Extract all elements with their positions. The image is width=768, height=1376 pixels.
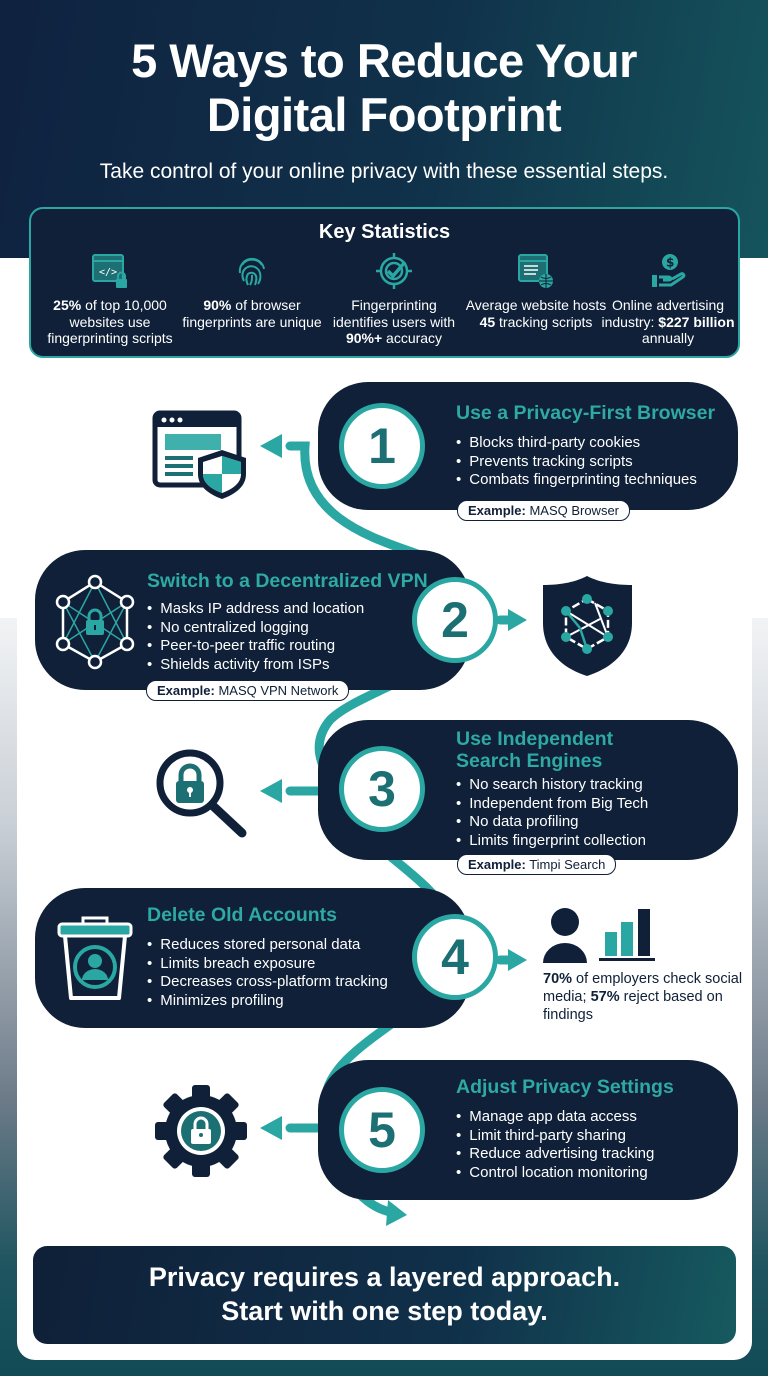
browser-globe-icon bbox=[518, 254, 553, 288]
step-2-card: Switch to a Decentralized VPN Masks IP a… bbox=[35, 550, 470, 690]
network-lock-icon bbox=[55, 574, 135, 670]
title-line-2: Digital Footprint bbox=[206, 88, 562, 141]
browser-shield-icon bbox=[152, 410, 246, 499]
bullet-item: Limit third-party sharing bbox=[456, 1127, 654, 1146]
stat-value: 45 bbox=[479, 313, 496, 330]
example-value: Timpi Search bbox=[529, 857, 606, 872]
stat-text: accuracy bbox=[382, 330, 443, 346]
stat-text: annually bbox=[641, 330, 695, 346]
stat-text: reject based on findings bbox=[543, 989, 723, 1023]
step-title: Use Independent Search Engines bbox=[456, 728, 613, 772]
bullet-item: Peer-to-peer traffic routing bbox=[147, 637, 364, 656]
bullet-item: Independent from Big Tech bbox=[456, 795, 648, 814]
bullet-item: Shields activity from ISPs bbox=[147, 656, 364, 675]
svg-text:$: $ bbox=[666, 256, 674, 270]
hand-dollar-icon: $ bbox=[652, 254, 686, 287]
stat-value: 70% bbox=[543, 971, 573, 987]
stat-text: Average website hosts bbox=[465, 297, 607, 313]
bullet-item: Combats fingerprinting techniques bbox=[456, 471, 697, 490]
stat-text: Online advertising industry: bbox=[601, 297, 725, 330]
bullet-item: Prevents tracking scripts bbox=[456, 453, 697, 472]
stat-item: Average website hosts 45 tracking script… bbox=[465, 251, 607, 330]
stat-value: $227 billion bbox=[658, 313, 735, 330]
bullet-item: Masks IP address and location bbox=[147, 600, 364, 619]
footer-banner: Privacy requires a layered approach. Sta… bbox=[33, 1246, 736, 1344]
step-title-line: Search Engines bbox=[456, 750, 603, 772]
svg-text:</>: </> bbox=[99, 267, 117, 278]
fingerprint-icon bbox=[238, 257, 265, 286]
trash-user-icon bbox=[57, 916, 133, 1000]
step-title: Adjust Privacy Settings bbox=[456, 1076, 674, 1098]
employer-stat: 70% of employers check social media; 57%… bbox=[543, 970, 743, 1024]
stat-item: </> 25% of top 10,000 websites use finge… bbox=[39, 251, 181, 347]
network-shield-icon bbox=[543, 576, 632, 676]
bullet-item: Reduce advertising tracking bbox=[456, 1145, 654, 1164]
step-title: Use a Privacy-First Browser bbox=[456, 402, 716, 424]
bullet-item: No data profiling bbox=[456, 813, 648, 832]
example-value: MASQ Browser bbox=[529, 503, 620, 518]
gear-lock-icon bbox=[155, 1085, 247, 1177]
step-number-badge: 3 bbox=[339, 746, 425, 832]
bullet-item: Limits fingerprint collection bbox=[456, 832, 648, 851]
user-chart-icon bbox=[543, 908, 655, 963]
stat-text: tracking scripts bbox=[495, 313, 593, 330]
step-number-badge: 4 bbox=[412, 914, 498, 1000]
step-number-badge: 1 bbox=[339, 403, 425, 489]
bullet-item: Limits breach exposure bbox=[147, 955, 388, 974]
example-label: Example: bbox=[468, 503, 526, 518]
example-label: Example: bbox=[468, 857, 526, 872]
bullet-item: No centralized logging bbox=[147, 619, 364, 638]
example-badge: Example: MASQ Browser bbox=[457, 500, 631, 521]
page-subtitle: Take control of your online privacy with… bbox=[99, 160, 669, 183]
code-window-lock-icon: </> bbox=[92, 254, 127, 288]
arrow-icon bbox=[260, 434, 282, 458]
stat-text: of employers check social media; bbox=[543, 971, 743, 1005]
step-bullets: No search history tracking Independent f… bbox=[456, 776, 648, 850]
stat-item: $ Online advertising industry: $227 bill… bbox=[597, 251, 739, 347]
step-bullets: Blocks third-party cookies Prevents trac… bbox=[456, 434, 697, 490]
step-title-line: Use Independent bbox=[456, 728, 614, 750]
step-number-badge: 2 bbox=[412, 577, 498, 663]
bullet-item: Manage app data access bbox=[456, 1108, 654, 1127]
footer-line-1: Privacy requires a layered approach. bbox=[148, 1262, 621, 1292]
stat-value: 90% bbox=[203, 297, 232, 313]
bullet-item: No search history tracking bbox=[456, 776, 648, 795]
title-line-1: 5 Ways to Reduce Your bbox=[131, 34, 637, 87]
stat-item: 90% of browser fingerprints are unique bbox=[181, 251, 323, 330]
example-value: MASQ VPN Network bbox=[218, 683, 339, 698]
example-badge: Example: Timpi Search bbox=[457, 854, 617, 875]
step-bullets: Manage app data access Limit third-party… bbox=[456, 1108, 654, 1182]
step-bullets: Reduces stored personal data Limits brea… bbox=[147, 936, 388, 1010]
example-label: Example: bbox=[157, 683, 215, 698]
target-check-icon bbox=[376, 253, 412, 289]
step-3-card: Use Independent Search Engines No search… bbox=[318, 720, 738, 860]
step-number-badge: 5 bbox=[339, 1087, 425, 1173]
footer-line-2: Start with one step today. bbox=[221, 1296, 548, 1326]
stat-value: 90%+ bbox=[345, 330, 383, 346]
page-title: 5 Ways to Reduce Your Digital Footprint bbox=[0, 34, 768, 142]
bullet-item: Minimizes profiling bbox=[147, 992, 388, 1011]
stat-item: Fingerprinting identifies users with 90%… bbox=[323, 251, 465, 347]
bullet-item: Reduces stored personal data bbox=[147, 936, 388, 955]
bullet-item: Decreases cross-platform tracking bbox=[147, 973, 388, 992]
stat-value: 25% bbox=[53, 297, 82, 313]
stat-text: Fingerprinting identifies users with bbox=[332, 297, 456, 330]
key-statistics-title: Key Statistics bbox=[318, 221, 451, 243]
step-4-card: Delete Old Accounts Reduces stored perso… bbox=[35, 888, 470, 1028]
key-statistics-panel: Key Statistics </> 25% of top 10,000 web… bbox=[29, 207, 740, 358]
stat-text: of top 10,000 websites use fingerprintin… bbox=[47, 297, 173, 346]
step-5-card: Adjust Privacy Settings Manage app data … bbox=[318, 1060, 738, 1200]
magnifier-lock-icon bbox=[156, 749, 247, 838]
step-title: Switch to a Decentralized VPN bbox=[147, 570, 428, 592]
example-badge: Example: MASQ VPN Network bbox=[146, 680, 350, 701]
step-bullets: Masks IP address and location No central… bbox=[147, 600, 364, 674]
bullet-item: Blocks third-party cookies bbox=[456, 434, 697, 453]
step-title: Delete Old Accounts bbox=[147, 904, 337, 926]
stat-text: of browser fingerprints are unique bbox=[182, 297, 322, 330]
bullet-item: Control location monitoring bbox=[456, 1164, 654, 1183]
stat-value: 57% bbox=[590, 989, 620, 1005]
